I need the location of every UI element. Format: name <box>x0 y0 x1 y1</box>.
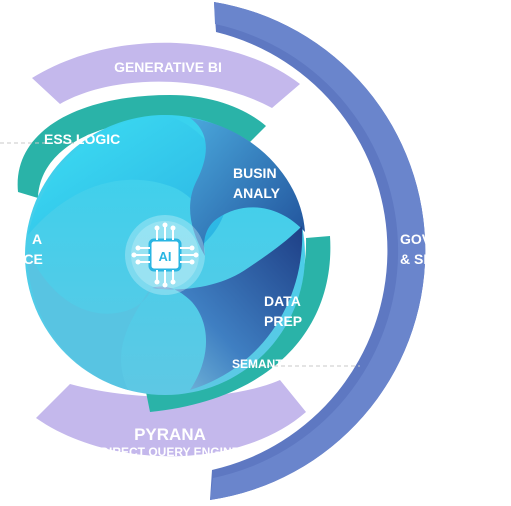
generative-bi-band <box>32 42 300 109</box>
semantic-label: SEMANT <box>232 357 283 371</box>
swirl-blade-bottom-right <box>152 226 303 390</box>
governance-arc-band <box>210 2 426 500</box>
business-analytics-label-2: ANALY <box>233 185 281 201</box>
business-logic-label: ESS LOGIC <box>44 131 120 147</box>
governance-label-2: & SE <box>400 251 433 267</box>
data-prep-label-2: PREP <box>264 313 302 329</box>
ai-chip-text: AI <box>159 249 172 264</box>
generative-bi-label: GENERATIVE BI <box>114 59 222 75</box>
direct-query-engine-label: DIRECT QUERY ENGINE <box>100 445 239 459</box>
swirl-blade-top-right <box>190 118 305 256</box>
swirl-blade-top-left <box>28 115 229 245</box>
data-intelligence-label-1: A <box>32 231 42 247</box>
pyrana-label: PYRANA <box>134 425 206 444</box>
business-analytics-label-1: BUSIN <box>233 165 277 181</box>
data-prep-label-1: DATA <box>264 293 301 309</box>
data-intelligence-label-2: ENCE <box>4 251 43 267</box>
governance-label-1: GOV <box>400 231 432 247</box>
pyrana-band <box>36 380 306 457</box>
ai-chip-icon: AI <box>131 221 199 289</box>
central-swirl <box>25 115 305 395</box>
swirl-blade-bottom-left <box>27 250 152 390</box>
